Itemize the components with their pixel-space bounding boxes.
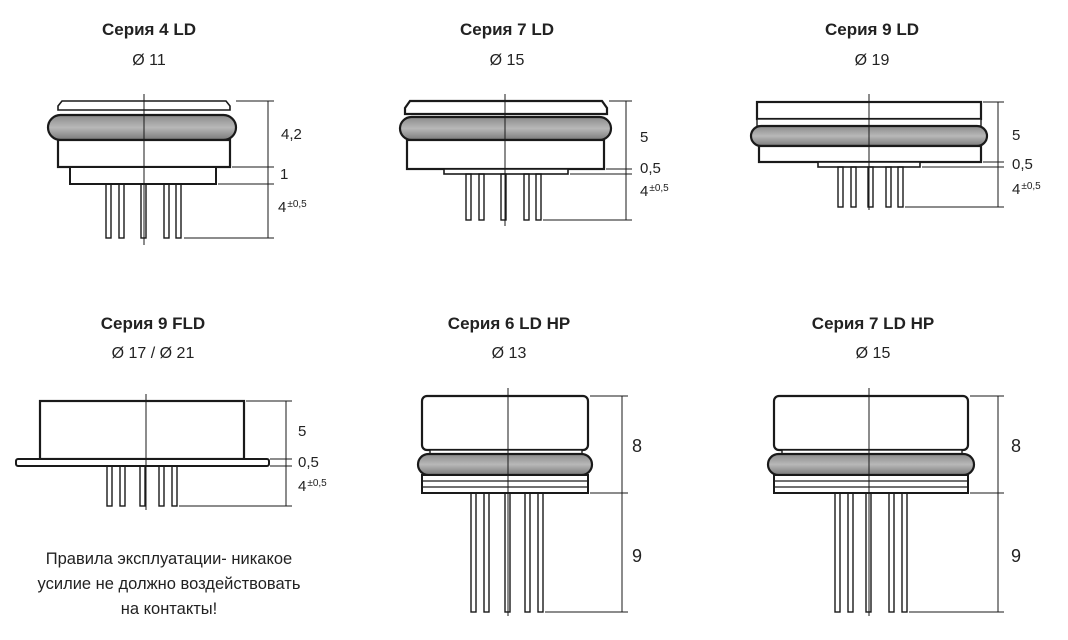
- series-title: Серия 6 LD HP: [447, 314, 571, 333]
- dimension-lines-9fld: [179, 400, 292, 507]
- body-9ld: [757, 144, 983, 164]
- series-title: Серия 9 LD: [824, 20, 920, 39]
- dimension-lines-7ldhp: [909, 395, 1004, 613]
- drawing-9ld: [749, 94, 1004, 210]
- drawing-7ldhp: [766, 388, 1004, 616]
- oring-7ldhp: [766, 452, 976, 477]
- dim-step: 0,5: [640, 160, 661, 177]
- usage-note: Правила эксплуатации- никакое усилие не …: [8, 547, 330, 622]
- dim-height: 5: [1012, 127, 1021, 144]
- cap-7ldhp: [772, 394, 970, 452]
- dimension-lines-4ld: [184, 100, 274, 239]
- dim-pin-length: 4±0,5: [298, 478, 327, 495]
- dim-height: 5: [298, 423, 307, 440]
- dim-height: 8: [632, 436, 643, 456]
- dim-pin-length: 4±0,5: [278, 199, 307, 216]
- series-diameter: Ø 11: [132, 52, 166, 69]
- series-diameter: Ø 17 / Ø 21: [111, 345, 195, 362]
- body-6ldhp: [421, 474, 589, 494]
- dimension-lines-6ldhp: [545, 395, 628, 613]
- dim-pin-length: 4±0,5: [1012, 181, 1041, 198]
- series-diameter: Ø 15: [489, 52, 525, 69]
- base-7ld: [443, 168, 569, 175]
- drawing-9fld: [15, 394, 292, 510]
- dim-height: 8: [1011, 436, 1022, 456]
- drawing-6ldhp: [416, 388, 628, 616]
- body-9fld: [38, 399, 246, 461]
- series-diameter: Ø 19: [854, 52, 890, 69]
- note-line: на контакты!: [120, 600, 218, 618]
- pins-9fld: [106, 465, 178, 507]
- dim-pin-length: 9: [632, 546, 643, 566]
- cap-6ldhp: [420, 394, 590, 452]
- series-diameter: Ø 13: [491, 345, 527, 362]
- dim-step: 0,5: [298, 454, 319, 471]
- note-line: усилие не должно воздействовать: [37, 575, 301, 593]
- dim-pin-length: 9: [1011, 546, 1022, 566]
- series-title: Серия 4 LD: [101, 20, 197, 39]
- pins-6ldhp: [470, 492, 544, 613]
- dim-step: 0,5: [1012, 156, 1033, 173]
- series-title: Серия 9 FLD: [100, 314, 206, 333]
- pins-9ld: [837, 166, 904, 208]
- pins-7ld: [465, 173, 542, 221]
- drawing-4ld: [46, 94, 274, 245]
- series-title: Серия 7 LD: [459, 20, 555, 39]
- series-diameter: Ø 15: [855, 345, 891, 362]
- dimension-lines-9ld: [905, 101, 1004, 208]
- note-line: Правила эксплуатации- никакое: [45, 550, 293, 568]
- oring-4ld: [46, 113, 238, 142]
- cap-7ld: [403, 99, 609, 116]
- dim-pin-length: 4±0,5: [640, 183, 669, 200]
- pins-7ldhp: [834, 492, 908, 613]
- drawing-7ld: [398, 94, 632, 226]
- dim-step: 1: [280, 166, 289, 183]
- base-4ld: [69, 166, 217, 185]
- dim-height: 4,2: [281, 126, 302, 143]
- body-7ldhp: [773, 474, 969, 494]
- oring-6ldhp: [416, 452, 594, 477]
- series-title: Серия 7 LD HP: [811, 314, 935, 333]
- flange-9fld: [15, 458, 270, 467]
- dimension-lines-7ld: [543, 100, 632, 221]
- dim-height: 5: [640, 129, 649, 146]
